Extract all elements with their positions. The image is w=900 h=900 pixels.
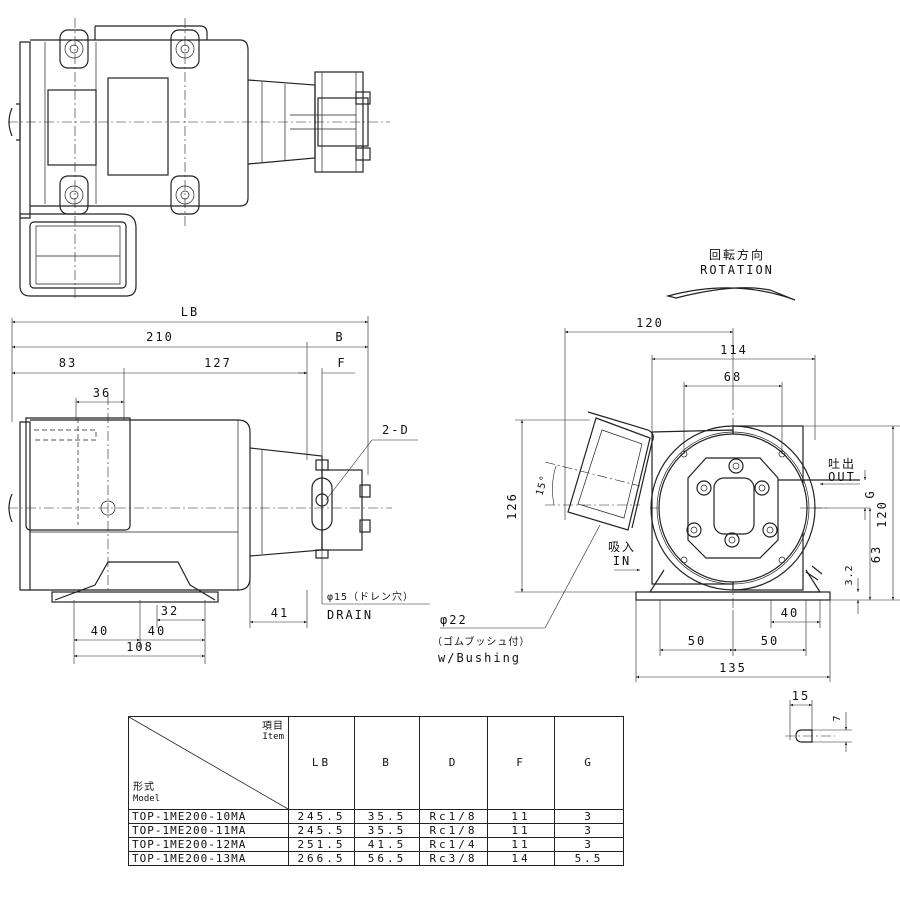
- b-cell: 35.5: [354, 809, 420, 824]
- side-view: [8, 395, 392, 603]
- table-row: TOP-1ME200-12MA 251.5 41.5 Rc1/4 11 3: [128, 837, 624, 852]
- drain-label-en: DRAIN: [327, 608, 373, 622]
- mount-bolt-top-left: [59, 29, 89, 69]
- f-cell: 11: [487, 823, 555, 838]
- spec-table-corner: 項目 Item 形式 Model: [128, 716, 289, 810]
- in-label-en: IN: [613, 554, 631, 568]
- b-cell: 35.5: [354, 823, 420, 838]
- lb-cell: 251.5: [288, 837, 355, 852]
- model-label-en: Model: [133, 794, 161, 804]
- lb-cell: 245.5: [288, 823, 355, 838]
- g-cell: 3: [554, 823, 624, 838]
- header-d: D: [419, 716, 488, 810]
- out-label-en: OUT: [828, 470, 856, 484]
- g-cell: 5.5: [554, 851, 624, 866]
- dim-B: B: [335, 330, 344, 344]
- model-cell: TOP-1ME200-11MA: [128, 823, 289, 838]
- dim-127: 127: [204, 356, 232, 370]
- dim-32: 32: [161, 604, 179, 618]
- dim-120-right: 120: [875, 500, 889, 528]
- dim-40-left: 40: [91, 624, 109, 638]
- dim-G: G: [863, 489, 877, 498]
- spec-table: 項目 Item 形式 Model LB B D F G TOP-1ME200-1…: [128, 716, 624, 866]
- bushing-label-en: w/Bushing: [438, 651, 521, 665]
- mount-bolt-bottom-left: [59, 175, 89, 215]
- f-cell: 11: [487, 837, 555, 852]
- d-cell: Rc1/8: [419, 809, 488, 824]
- rotation-indicator: 回転方向 ROTATION: [665, 247, 796, 301]
- model-cell: TOP-1ME200-13MA: [128, 851, 289, 866]
- table-row: TOP-1ME200-10MA 245.5 35.5 Rc1/8 11 3: [128, 809, 624, 824]
- g-cell: 3: [554, 809, 624, 824]
- dim-2-D: 2-D: [382, 423, 410, 437]
- b-cell: 41.5: [354, 837, 420, 852]
- dim-F: F: [337, 356, 346, 370]
- dim-15-key: 15: [792, 689, 810, 703]
- dim-68: 68: [724, 370, 742, 384]
- table-row: TOP-1ME200-13MA 266.5 56.5 Rc3/8 14 5.5: [128, 851, 624, 866]
- dim-15-degree: 15°: [535, 474, 551, 497]
- f-cell: 11: [487, 809, 555, 824]
- table-row: TOP-1ME200-11MA 245.5 35.5 Rc1/8 11 3: [128, 823, 624, 838]
- model-cell: TOP-1ME200-12MA: [128, 837, 289, 852]
- bushing-diameter: φ22: [440, 613, 468, 627]
- d-cell: Rc1/4: [419, 837, 488, 852]
- header-b: B: [354, 716, 420, 810]
- out-label-jp: 吐出: [828, 457, 856, 471]
- model-label-jp: 形式: [133, 782, 155, 793]
- d-cell: Rc1/8: [419, 823, 488, 838]
- item-label-jp: 項目: [262, 721, 284, 732]
- header-g: G: [554, 716, 624, 810]
- lb-cell: 266.5: [288, 851, 355, 866]
- d-cell: Rc3/8: [419, 851, 488, 866]
- dim-120-top: 120: [636, 316, 664, 330]
- key-detail: 15 7: [785, 689, 852, 752]
- front-dimensions: 120 114 68 126 15° 吐出 OUT G 吸入 IN 120 63…: [432, 316, 900, 682]
- header-f: F: [487, 716, 555, 810]
- dim-40-right: 40: [148, 624, 166, 638]
- lb-cell: 245.5: [288, 809, 355, 824]
- dim-41: 41: [271, 606, 289, 620]
- dim-7-key: 7: [832, 714, 843, 721]
- g-cell: 3: [554, 837, 624, 852]
- dim-83: 83: [59, 356, 77, 370]
- dim-50-left: 50: [688, 634, 706, 648]
- f-cell: 14: [487, 851, 555, 866]
- model-cell: TOP-1ME200-10MA: [128, 809, 289, 824]
- item-label-en: Item: [262, 732, 284, 742]
- b-cell: 56.5: [354, 851, 420, 866]
- in-label-jp: 吸入: [608, 540, 636, 554]
- dim-135: 135: [719, 661, 747, 675]
- drain-label-jp: φ15（ドレン穴）: [327, 590, 414, 603]
- rotation-label-jp: 回転方向: [709, 247, 765, 262]
- dim-3-2: 3.2: [844, 564, 855, 585]
- bushing-label-jp: （ゴムブッシュ付）: [432, 635, 530, 648]
- dim-126: 126: [505, 492, 519, 520]
- dim-210: 210: [146, 330, 174, 344]
- dim-63: 63: [869, 545, 883, 563]
- rotation-label-en: ROTATION: [700, 263, 774, 277]
- mount-bolt-bottom-right: [170, 175, 200, 215]
- header-lb: LB: [288, 716, 355, 810]
- dim-36: 36: [93, 386, 111, 400]
- dim-50-right: 50: [761, 634, 779, 648]
- dim-108: 108: [126, 640, 154, 654]
- terminal-box: [544, 411, 654, 531]
- side-dimensions: LB 210 B 83 127 F 36 2-D 41 φ15（ドレン穴） DR…: [11, 305, 430, 664]
- front-view: [544, 400, 860, 610]
- mount-bolt-top-right: [170, 29, 200, 69]
- top-view: [8, 18, 390, 300]
- dim-LB: LB: [181, 305, 199, 319]
- spec-table-header: 項目 Item 形式 Model LB B D F G: [128, 716, 624, 810]
- dim-40-front: 40: [781, 606, 799, 620]
- dim-114: 114: [720, 343, 748, 357]
